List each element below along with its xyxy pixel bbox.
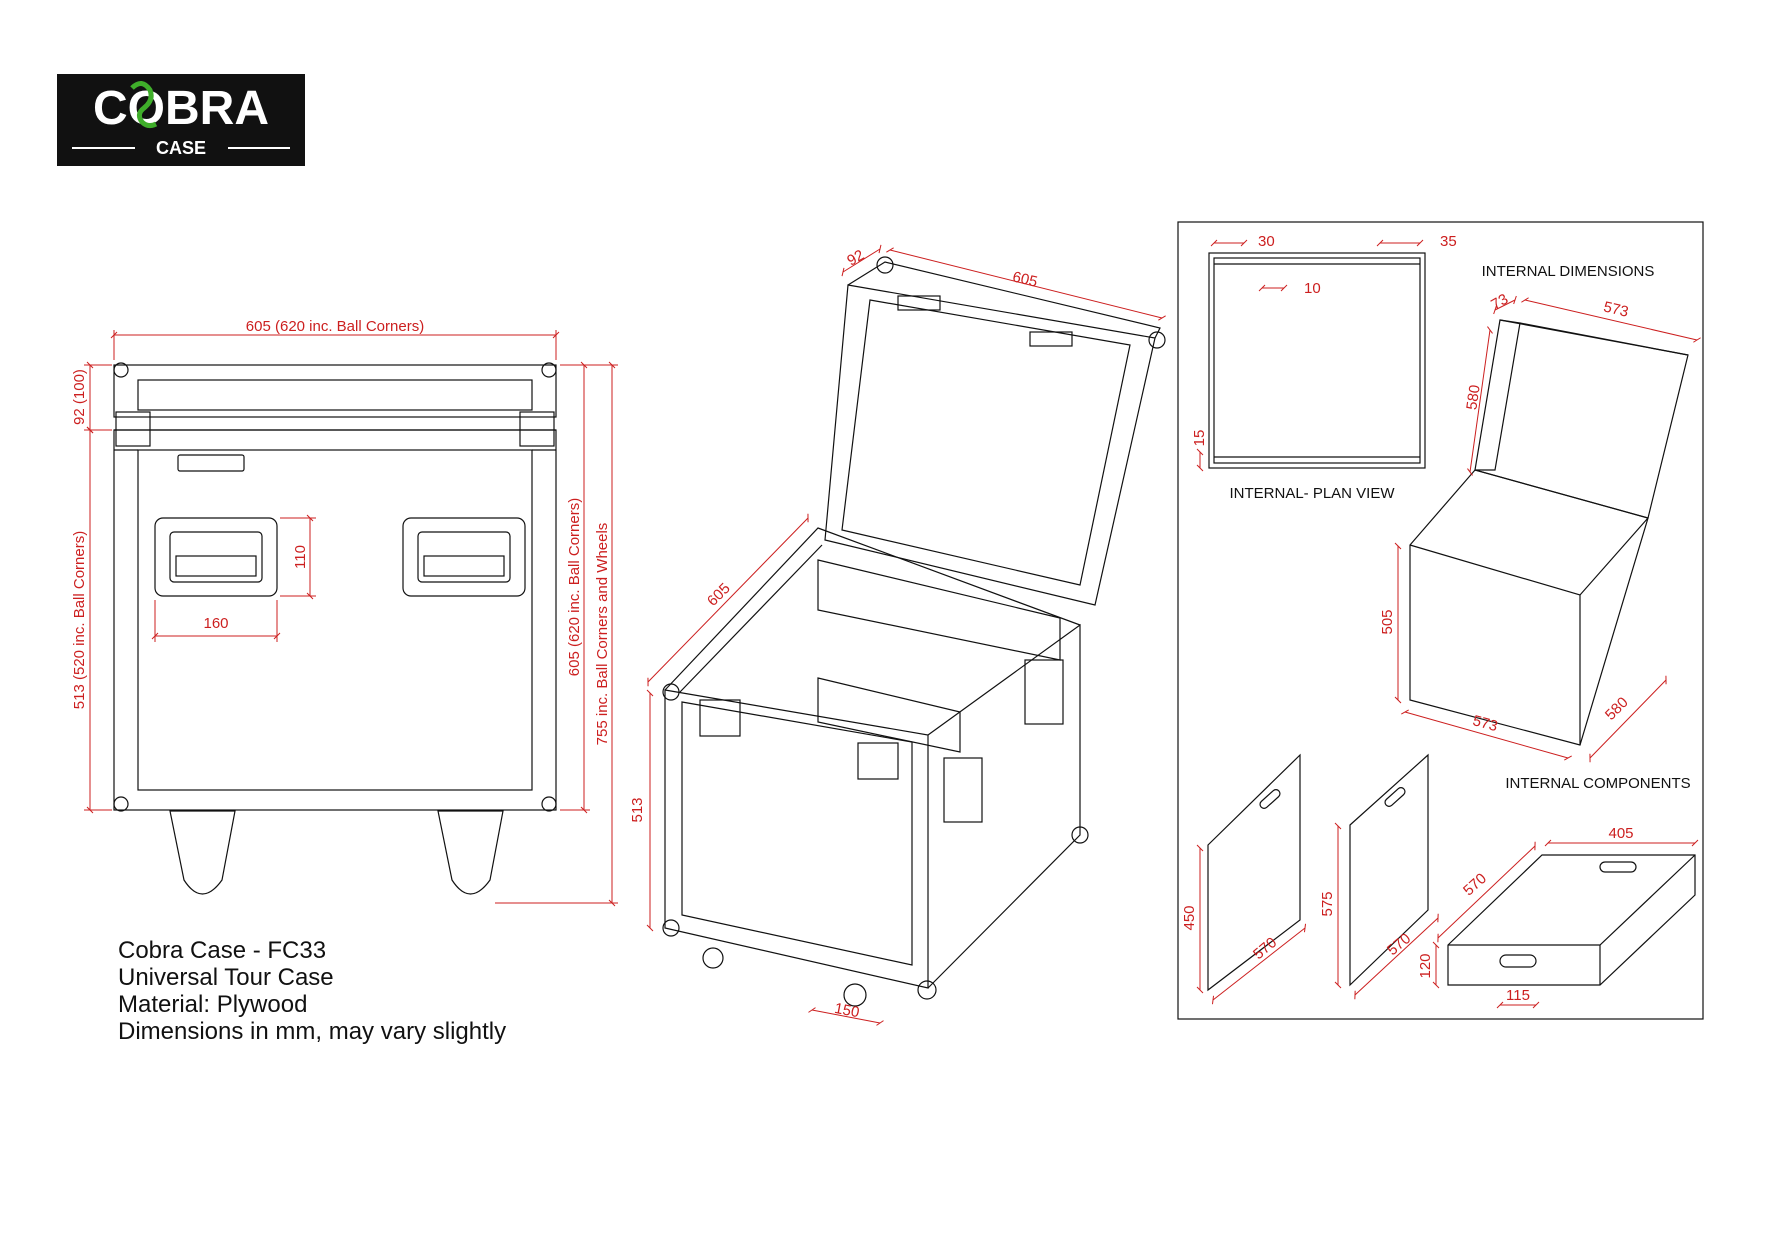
caption-block: Cobra Case - FC33 Universal Tour Case Ma… [118,937,506,1045]
tray-depth: 570 [1460,870,1490,899]
tray-handle: 115 [1506,987,1530,1004]
panel1-height: 450 [1181,905,1198,930]
caption-line-model: Cobra Case - FC33 [118,937,327,964]
panel2-height: 575 [1319,891,1336,916]
lid-height-label: 92 (100) [71,369,88,425]
tray-width: 405 [1608,825,1633,842]
iso-depth-label: 605 [704,580,734,610]
handle-width-label: 160 [203,615,228,632]
logo-sub-text: CASE [156,138,206,158]
iso-castor-label: 150 [833,1000,861,1021]
handle-height-label: 110 [292,545,309,569]
internal-plan-view [1208,252,1426,469]
front-width-label: 605 (620 inc. Ball Corners) [246,318,424,335]
internal-lid-width: 573 [1602,299,1630,321]
plan-dim-30: 30 [1258,233,1275,250]
internal-lid-height: 580 [1463,384,1483,411]
iso-lid-width-label: 605 [1011,269,1039,291]
base-height-label: 513 (520 inc. Ball Corners) [71,531,88,709]
caption-line-note: Dimensions in mm, may vary slightly [118,1018,507,1045]
internal-components-label: INTERNAL COMPONENTS [1505,775,1690,792]
plan-dim-15: 15 [1191,430,1208,447]
front-view [113,362,557,895]
caption-line-type: Universal Tour Case [118,964,334,991]
internal-width: 573 [1471,712,1500,735]
plan-dim-35: 35 [1440,233,1457,250]
component-dimension-lines [1196,822,1699,1009]
internal-panel: 30 35 10 15 INTERNAL- PLAN VIEW INTERNAL… [1177,221,1704,1020]
internal-dimensions-box [1409,319,1689,746]
front-handle-left [154,517,278,597]
caption-line-material: Material: Plywood [118,991,308,1018]
divider-panel-tall [1349,753,1429,987]
iso-lid-depth-label: 92 [844,247,867,270]
wheels-height-label: 755 inc. Ball Corners and Wheels [594,523,611,746]
plan-dimensions [1196,239,1424,472]
cobra-case-logo: COBRA CASE [57,74,305,166]
iso-height-label: 513 [629,797,646,822]
internal-dimensions-label: INTERNAL DIMENSIONS [1482,263,1655,280]
front-handle-right [402,517,526,597]
front-dimensions [84,330,618,907]
isometric-dimensions [646,244,1166,1026]
internal-components [1207,753,1696,992]
logo-brand-text: COBRA [93,82,269,135]
plan-dim-10: 10 [1304,280,1321,297]
internal-lid-depth: 73 [1488,291,1511,314]
total-height-label: 605 (620 inc. Ball Corners) [566,498,583,676]
plan-view-label: INTERNAL- PLAN VIEW [1229,485,1395,502]
tray-height: 120 [1417,953,1434,978]
panel2-width: 570 [1384,930,1414,959]
isometric-view [662,256,1166,1007]
internal-height: 505 [1379,609,1396,634]
component-tray [1447,854,1696,986]
internal-dimension-lines [1394,295,1701,763]
divider-panel-short [1207,753,1301,992]
